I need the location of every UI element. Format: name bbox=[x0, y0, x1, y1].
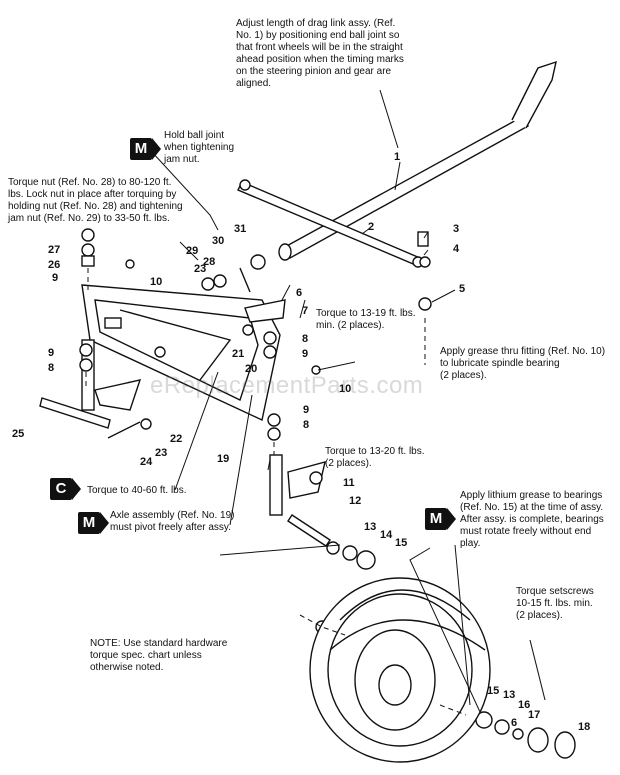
callout-15-lower: 15 bbox=[487, 685, 499, 697]
callout-22: 22 bbox=[170, 433, 182, 445]
assembly-centerlines bbox=[85, 268, 467, 716]
callout-2: 2 bbox=[368, 221, 374, 233]
axle-beam-part bbox=[81, 284, 281, 422]
note-torque-nut: Torque nut (Ref. No. 28) to 80-120 ft. l… bbox=[8, 177, 183, 224]
callout-26: 26 bbox=[48, 259, 60, 271]
callout-16: 16 bbox=[518, 699, 530, 711]
callout-9-right: 9 bbox=[302, 348, 308, 360]
callout-8-left: 8 bbox=[48, 362, 54, 374]
callout-27: 27 bbox=[48, 244, 60, 256]
callout-25: 25 bbox=[12, 428, 24, 440]
badge-arrow-icon bbox=[152, 138, 161, 160]
badge-arrow-icon bbox=[100, 512, 109, 534]
note-axle-pivot: Axle assembly (Ref. No. 19) must pivot f… bbox=[110, 510, 235, 533]
callout-9-upper: 9 bbox=[52, 272, 58, 284]
note-torque-40-60: Torque to 40-60 ft. lbs. bbox=[87, 485, 187, 496]
note-torque-13-19: Torque to 13-19 ft. lbs. min. (2 places)… bbox=[316, 308, 416, 331]
badge-arrow-icon bbox=[447, 508, 456, 530]
callout-13: 13 bbox=[364, 521, 376, 533]
callout-12: 12 bbox=[349, 495, 361, 507]
callout-5: 5 bbox=[459, 283, 465, 295]
note-torque-13-20: Torque to 13-20 ft. lbs. (2 places). bbox=[325, 446, 425, 469]
callout-10-left: 10 bbox=[150, 276, 162, 288]
callout-10-right: 10 bbox=[339, 383, 351, 395]
callout-31: 31 bbox=[234, 223, 246, 235]
callout-14: 14 bbox=[380, 529, 393, 541]
badge-m-axle: M bbox=[78, 512, 100, 534]
callout-3: 3 bbox=[453, 223, 459, 235]
note-lithium-grease: Apply lithium grease to bearings (Ref. N… bbox=[460, 490, 604, 549]
callout-20: 20 bbox=[245, 363, 257, 375]
hardware-small-parts bbox=[79, 228, 576, 759]
badge-c: C bbox=[50, 478, 72, 500]
callout-23-upper: 23 bbox=[194, 263, 206, 275]
badge-arrow-icon bbox=[72, 478, 81, 500]
callout-7: 7 bbox=[302, 305, 308, 317]
note-setscrews: Torque setscrews 10-15 ft. lbs. min. (2 … bbox=[516, 586, 594, 621]
callout-17: 17 bbox=[528, 709, 540, 721]
callout-8-right: 8 bbox=[302, 333, 308, 345]
callouts: 1 2 3 4 5 6 7 8 9 9 8 9 8 10 10 11 12 13… bbox=[12, 151, 590, 733]
callout-11: 11 bbox=[343, 477, 355, 489]
callout-1: 1 bbox=[394, 151, 400, 163]
callout-13-lower: 13 bbox=[503, 689, 515, 701]
right-spindle-part bbox=[269, 454, 331, 547]
callout-9-lower: 9 bbox=[303, 404, 309, 416]
left-spindle-part bbox=[39, 339, 142, 429]
front-wheel-part bbox=[309, 577, 491, 763]
badge-m-hold: M bbox=[130, 138, 152, 160]
watermark: eReplacementParts.com bbox=[150, 372, 424, 399]
callout-6: 6 bbox=[296, 287, 302, 299]
callout-19: 19 bbox=[217, 453, 229, 465]
callout-29: 29 bbox=[186, 245, 198, 257]
callout-6-lower: 6 bbox=[511, 717, 517, 729]
note-grease-fitting: Apply grease thru fitting (Ref. No. 10) … bbox=[440, 346, 606, 381]
drag-link-part bbox=[278, 60, 557, 261]
callout-15: 15 bbox=[395, 537, 407, 549]
callout-24: 24 bbox=[140, 456, 153, 468]
leader-lines bbox=[151, 89, 546, 713]
callout-21: 21 bbox=[232, 348, 244, 360]
note-hold-ball: Hold ball joint when tightening jam nut. bbox=[164, 130, 235, 165]
badge-m-lithium: M bbox=[425, 508, 447, 530]
note-drag-link: Adjust length of drag link assy. (Ref. N… bbox=[236, 18, 404, 89]
callout-9-left: 9 bbox=[48, 347, 54, 359]
callout-8-lower: 8 bbox=[303, 419, 309, 431]
callout-18: 18 bbox=[578, 721, 590, 733]
callout-28: 28 bbox=[203, 256, 215, 268]
note-standard-hardware: NOTE: Use standard hardware torque spec.… bbox=[90, 638, 228, 673]
callout-30: 30 bbox=[212, 235, 224, 247]
callout-4: 4 bbox=[453, 243, 460, 255]
callout-23-lower: 23 bbox=[155, 447, 167, 459]
